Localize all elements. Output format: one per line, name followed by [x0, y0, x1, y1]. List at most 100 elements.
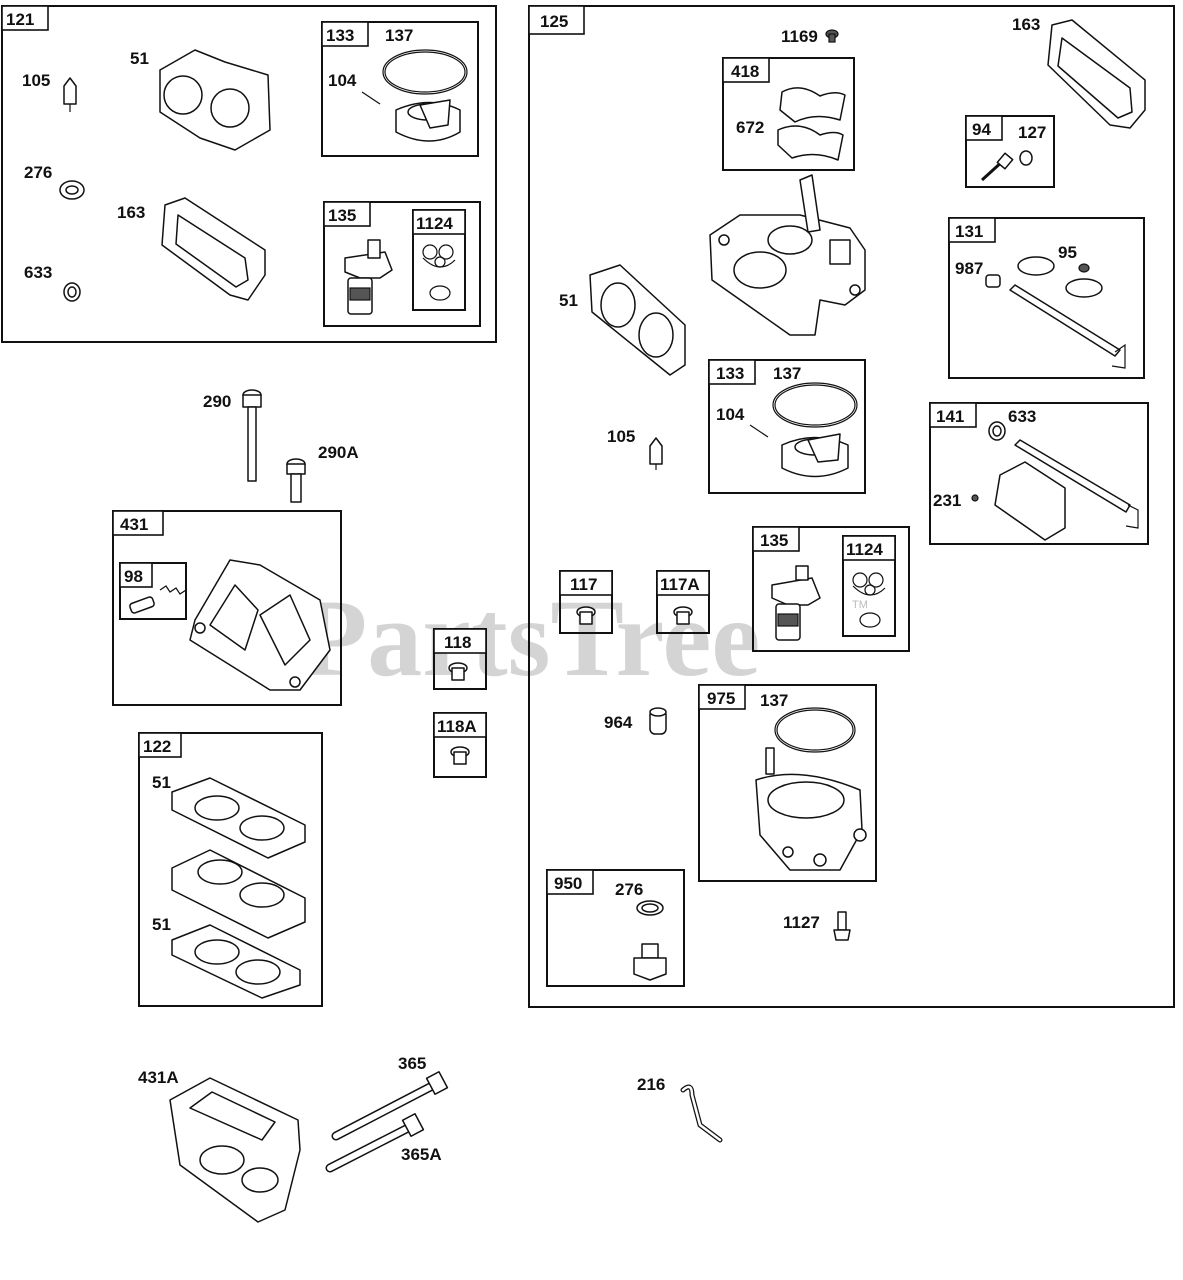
group-431: 431 98	[112, 510, 342, 706]
label-163-right: 163	[1012, 15, 1040, 34]
float-bowl-975-part	[755, 707, 867, 871]
carburetor-body-part	[709, 174, 866, 336]
label-163: 163	[117, 203, 145, 222]
bushing-633-part	[63, 282, 81, 302]
screw-94-part	[980, 150, 1033, 182]
label-633-carb: 633	[1008, 407, 1036, 426]
label-290: 290	[203, 392, 231, 411]
label-290A: 290A	[318, 443, 359, 462]
bolt-290A-part	[286, 458, 306, 503]
group-118: 118	[433, 628, 487, 690]
gasket-51-lower-part	[171, 924, 301, 999]
jet-118A-part	[450, 746, 470, 765]
label-117: 117	[570, 575, 597, 594]
bolt-365-part	[331, 1071, 449, 1141]
label-137-carb: 137	[773, 364, 801, 383]
float-kit-133-carb-part	[749, 382, 858, 478]
label-365: 365	[398, 1054, 426, 1073]
label-1127: 1127	[783, 913, 820, 932]
link-216-part	[680, 1084, 723, 1143]
label-431: 431	[120, 515, 148, 534]
gasket-51-carb-part	[589, 264, 686, 376]
jet-118-part	[448, 662, 468, 681]
screw-1127-part	[833, 911, 851, 941]
label-133: 133	[326, 26, 354, 45]
label-672: 672	[736, 118, 764, 137]
label-118A: 118A	[437, 717, 477, 736]
label-1124-carb: 1124	[846, 540, 883, 559]
label-216: 216	[637, 1075, 665, 1094]
float-kit-133-part	[361, 49, 468, 142]
label-1124: 1124	[416, 214, 453, 233]
bolt-950-part	[633, 900, 667, 981]
choke-shaft-131-part	[985, 256, 1126, 369]
gasket-163-part	[161, 197, 266, 301]
watermark: PartsTree	[300, 577, 760, 699]
solenoid-135-carb-part	[771, 565, 821, 641]
label-131: 131	[955, 222, 983, 241]
bolt-365A-part	[325, 1113, 425, 1173]
screw-1169-part	[825, 29, 839, 43]
label-95: 95	[1058, 243, 1077, 262]
label-104-carb: 104	[716, 405, 745, 424]
label-127: 127	[1018, 123, 1046, 142]
label-276: 276	[24, 163, 52, 182]
label-118: 118	[444, 633, 471, 652]
trademark-mark: TM	[852, 599, 868, 611]
label-135-carb: 135	[760, 531, 788, 550]
label-133-carb: 133	[716, 364, 744, 383]
group-125: 125 1169 163 418 672 94 127	[528, 5, 1175, 1008]
label-431A: 431A	[138, 1068, 179, 1087]
spring-98-part	[129, 585, 187, 614]
needle-105-carb-part	[649, 437, 663, 470]
label-418: 418	[731, 62, 759, 81]
intake-431A-part	[169, 1077, 301, 1223]
label-105: 105	[22, 71, 50, 90]
needle-105-part	[63, 77, 77, 112]
label-1169: 1169	[781, 27, 818, 46]
label-104: 104	[328, 71, 357, 90]
label-125: 125	[540, 12, 568, 31]
gasket-163-right-part	[1047, 19, 1146, 129]
label-122: 122	[143, 737, 171, 756]
gasket-kit-1124-carb-part	[852, 572, 886, 628]
label-135: 135	[328, 206, 356, 225]
label-964: 964	[604, 713, 633, 732]
group-118A: 118A	[433, 712, 487, 778]
label-51-bottom: 51	[152, 915, 171, 934]
label-633: 633	[24, 263, 52, 282]
bolt-290-part	[242, 389, 262, 482]
jet-117A-part	[673, 606, 693, 625]
label-121: 121	[6, 10, 34, 29]
washer-276-part	[59, 180, 85, 200]
label-365A: 365A	[401, 1145, 442, 1164]
label-51-top: 51	[152, 773, 171, 792]
label-105-carb: 105	[607, 427, 635, 446]
label-94: 94	[972, 120, 991, 139]
manifold-431-part	[189, 559, 331, 691]
label-137: 137	[385, 26, 413, 45]
label-141: 141	[936, 407, 964, 426]
label-950: 950	[554, 874, 582, 893]
label-231: 231	[933, 491, 961, 510]
jet-117-part	[576, 606, 596, 625]
label-51-carb: 51	[559, 291, 578, 310]
label-98: 98	[124, 567, 143, 586]
plug-964-part	[649, 707, 667, 735]
label-975: 975	[707, 689, 735, 708]
label-51: 51	[130, 49, 149, 68]
gasket-kit-1124-part	[422, 244, 456, 301]
gasket-418-part	[777, 87, 846, 161]
solenoid-135-part	[344, 239, 393, 315]
label-117A: 117A	[660, 575, 700, 594]
group-121: 121 51 105 276 163 633 133	[1, 5, 497, 343]
group-122: 122 51 51	[138, 732, 323, 1007]
throttle-shaft-141-part	[971, 421, 1139, 541]
label-987: 987	[955, 259, 983, 278]
gasket-51-part	[159, 49, 271, 151]
label-276-carb: 276	[615, 880, 643, 899]
gasket-51-upper-part	[171, 777, 306, 859]
label-137-bowl: 137	[760, 691, 788, 710]
spacer-part	[171, 849, 306, 939]
